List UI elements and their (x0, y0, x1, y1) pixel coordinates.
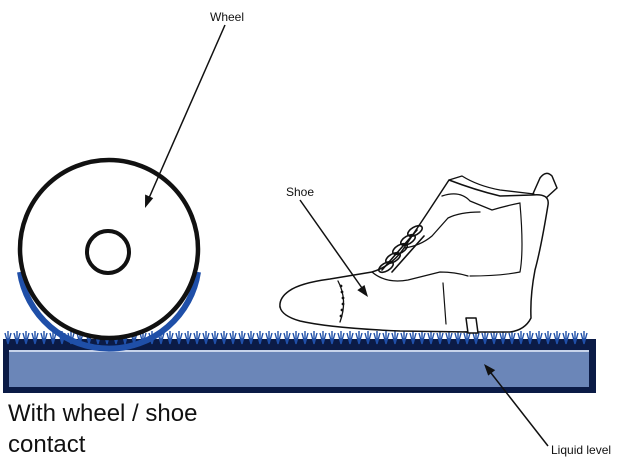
shoe-facing (403, 211, 481, 249)
wheel-arrow (148, 24, 226, 199)
shoe-drawing (279, 172, 558, 334)
liquid-level-label: Liquid level (551, 443, 611, 457)
shoe-arrowhead (357, 285, 368, 297)
shoe-heel (465, 317, 479, 334)
wheel-arrowhead (145, 194, 154, 208)
shoe-laces (377, 224, 425, 274)
shoe-perforations (339, 284, 345, 318)
annotation-arrows (145, 24, 549, 447)
liquid-tank (3, 331, 596, 393)
shoe-pull-tab (531, 172, 558, 199)
shoe-counter (442, 282, 447, 325)
caption-line-1: With wheel / shoe (8, 400, 198, 427)
liquid-level-arrowhead (484, 364, 496, 376)
liquid-level-arrow (490, 372, 549, 447)
wheel-hub (85, 229, 131, 275)
shoe-arrow (299, 199, 363, 289)
wheel-contact-coating (17, 271, 201, 352)
wheel (17, 157, 201, 352)
shoe-label: Shoe (286, 185, 314, 199)
shoe-quarter-seam (469, 203, 523, 277)
diagram-caption: With wheel / shoe contact (8, 398, 197, 460)
caption-line-2: contact (8, 431, 86, 458)
shoe-toe-cap (337, 280, 345, 323)
shoe-upper (279, 179, 549, 333)
shoe-collar (448, 175, 535, 195)
liquid-fill (9, 350, 589, 387)
wheel-label: Wheel (210, 10, 244, 24)
shoe-sole (279, 306, 471, 333)
shoe-vamp-seam (371, 271, 469, 282)
shoe-tongue (441, 193, 521, 211)
